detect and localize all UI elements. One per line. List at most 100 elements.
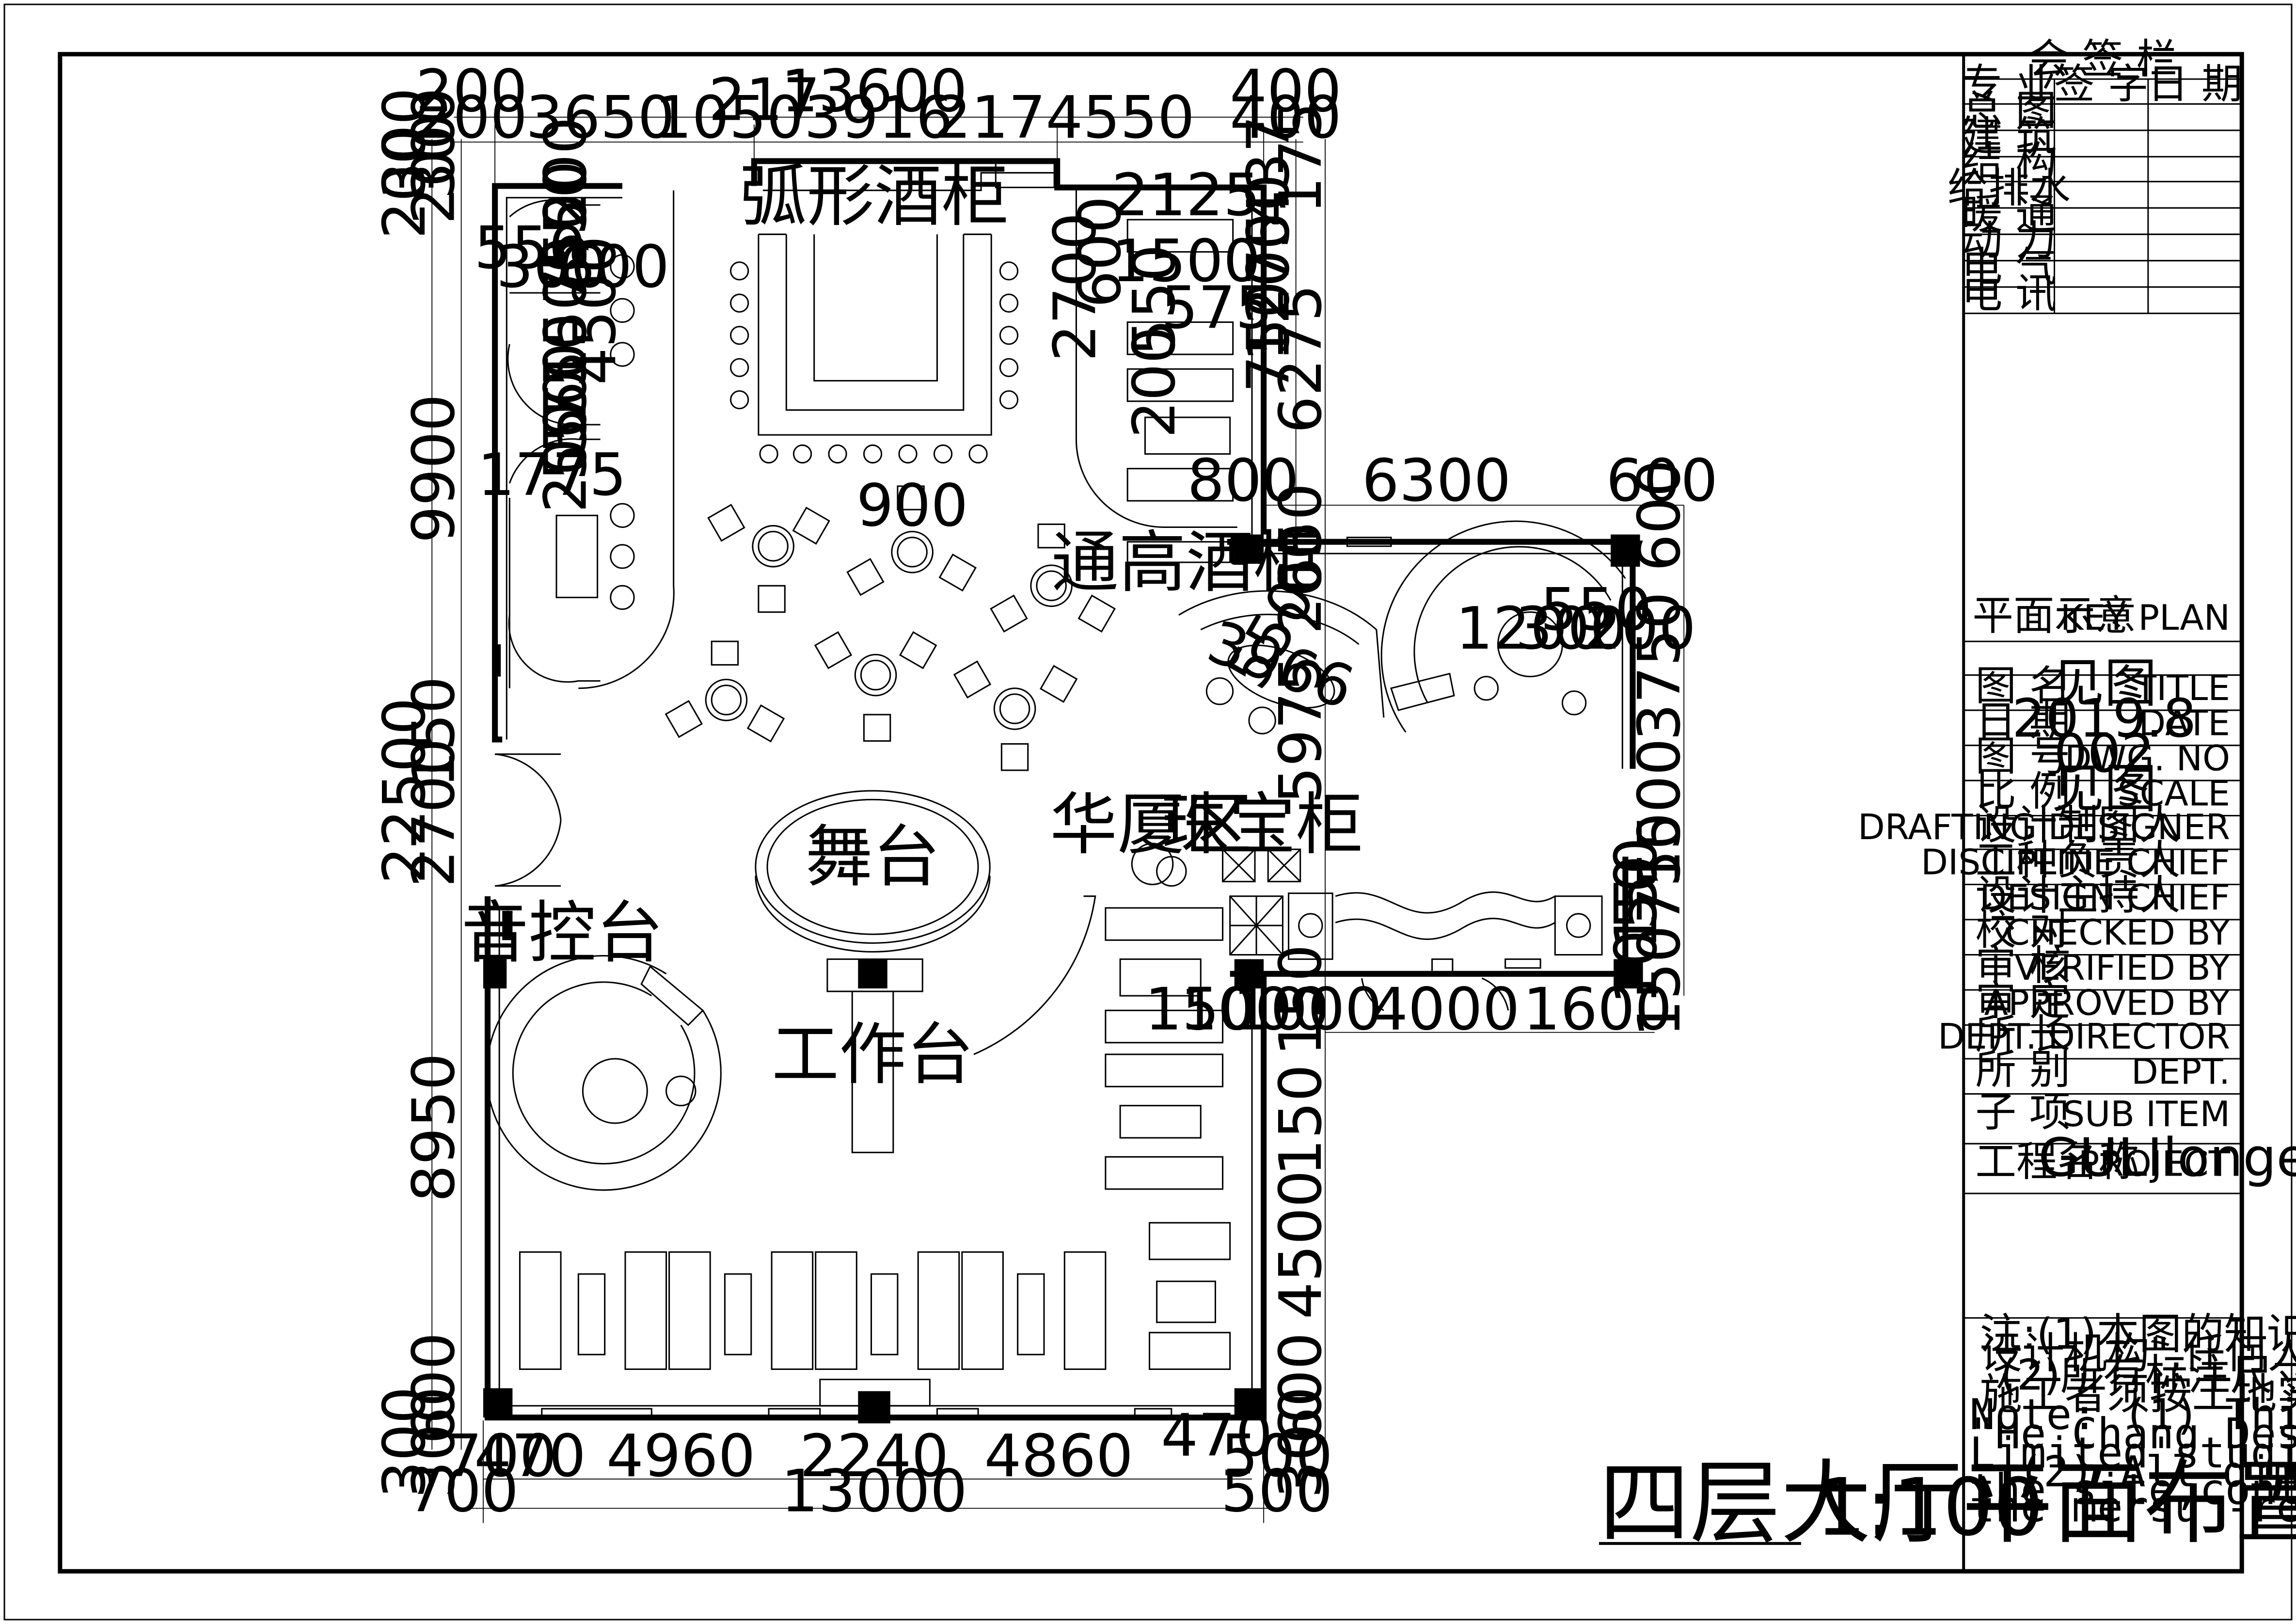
dim-inner-38: 1000 (1233, 976, 1382, 1044)
dim-left-6: 22500 (371, 698, 439, 884)
dim-inner-24: 800 (1188, 447, 1299, 515)
dim-right-7: 150 (1602, 837, 1670, 949)
dim-left-0: 300 (371, 88, 439, 200)
key-plan-en: KEY PLAN (2060, 598, 2230, 638)
dim-inner-37: 1000 (1180, 976, 1330, 1044)
dim-inner-3: 550 (532, 369, 600, 481)
discipline-6: 电 气 (1962, 243, 2057, 291)
outer-border (3, 3, 2293, 1621)
dim-top-r2-6: 400 (1230, 84, 1342, 152)
left-dimension-chain: 300 200 300 200 9900 150 22500 2700 8950… (371, 88, 468, 1498)
project-value: GULIlongebar (2038, 1127, 2296, 1189)
dimension-lines (431, 116, 1685, 1523)
row-12-cn: 子 项 (1975, 1088, 2070, 1136)
dim-bottom-r1-4: 4860 (984, 1422, 1133, 1490)
col-signature: 签 字 (2054, 60, 2149, 108)
dim-right-4: 3750 (1626, 592, 1694, 741)
row-date-en: DATE (2138, 703, 2230, 744)
inner-dimensions: 200 550 750 550 1500 4500 750 550 200 17… (474, 117, 1718, 1056)
windows (541, 537, 1392, 1418)
label-jewelry-cabinet: 珠宝柜 (1161, 785, 1363, 864)
dim-bottom-r1-0: 700 (445, 1422, 557, 1490)
right-top-booths (1075, 190, 1237, 563)
row-10-cn: 所 长 (1975, 1010, 2070, 1058)
row-scale-cn: 比 例 (1975, 767, 2070, 815)
dim-inner-4: 1500 (532, 236, 600, 385)
row-4-en: DRAFTING DESIGNER (1858, 807, 2230, 848)
dim-top-r2-2: 1050 (655, 84, 804, 152)
dim-inner-20: 550 (1121, 244, 1188, 356)
dim-bottom-overall: 13000 (781, 1457, 967, 1525)
room-labels: 弧形酒柜 通高酒柜 舞台 华厦区 珠宝柜 音控台 工作台 (461, 157, 1363, 1094)
dim-inner-25: 6300 (1362, 447, 1511, 515)
discipline-1: 建 筑 (1962, 112, 2057, 160)
entrance-doors (494, 753, 562, 887)
row-date-value: 2019.8 (2012, 687, 2197, 749)
dim-inner-22: 200 (1121, 326, 1188, 438)
stage (755, 790, 991, 953)
drawing-title: 四层大厅平面布置图 1:100 (1599, 1451, 2296, 1557)
dim-right-1: 437 (1235, 115, 1303, 227)
dim-inner-17: 2700 (1042, 212, 1109, 361)
row-scale-en: SCALE (2118, 773, 2230, 814)
dim-inner-27: 650 (1267, 483, 1335, 595)
key-plan-cn: 平面示意 (1972, 591, 2136, 639)
dim-left-3: 200 (371, 127, 439, 239)
dim-left-11: 300 (371, 1386, 439, 1498)
discipline-0: 总 图 (1962, 86, 2057, 134)
row-6-cn: 设计主持人 (1975, 871, 2180, 919)
dim-top-r2-0: 200 (415, 84, 527, 152)
row-11-en: DEPT. (2131, 1051, 2230, 1092)
row-date-cn: 日 期 (1975, 697, 2070, 745)
dim-top-r2-1: 3650 (526, 84, 675, 152)
discipline-7: 电 讯 (1962, 269, 2057, 317)
dim-inner-7: 550 (532, 342, 600, 454)
dim-left-2: 300 (400, 88, 468, 200)
row-dwgno-cn: 图 号 (1975, 732, 2070, 780)
row-10-en: DEPT. DIRECTOR (1938, 1017, 2230, 1057)
dim-inner-19: 1500 (1111, 227, 1261, 295)
row-12-en: SUB ITEM (2062, 1094, 2230, 1135)
dim-bottom-r2-1: 500 (1221, 1457, 1333, 1525)
dim-inner-36: 150 (1145, 976, 1257, 1044)
dim-inner-2: 750 (532, 193, 600, 305)
dim-inner-21: 575 (1161, 274, 1273, 342)
inner-border (58, 52, 2244, 1574)
columns (483, 534, 1643, 1424)
lounge-tables (665, 485, 1116, 771)
note-line-4: Note: (1) This drawing is Co., Ltd (1969, 1390, 2296, 1439)
bar-counter (729, 233, 1019, 464)
dim-inner-18: 600 (1066, 196, 1134, 308)
row-4-cn: 设计制图人 (1975, 801, 2180, 849)
dim-inner-35: 200 (1584, 595, 1696, 663)
dim-inner-33: 300 (1515, 595, 1627, 663)
label-arc-cabinet: 弧形酒柜 (740, 157, 1009, 236)
dim-left-1: 200 (400, 112, 468, 224)
drawing-scale: 1:100 (1816, 1462, 2043, 1554)
dim-left-10: 300 (400, 1386, 468, 1498)
dim-inner-14: 750 (1235, 174, 1303, 286)
jewelry-area (1131, 843, 1603, 960)
label-work-table: 工作台 (772, 1015, 974, 1094)
dim-inner-15: 1200 (1235, 212, 1303, 361)
dim-inner-12: 600 (557, 233, 669, 301)
dim-bottom-r2-0: 700 (407, 1457, 519, 1525)
dim-top-r2-5: 4550 (1045, 84, 1195, 152)
dim-left-9: 600 (400, 1332, 468, 1444)
row-9-cn: 审 定 (1975, 976, 2070, 1024)
dim-bottom-r1-1: 470 (474, 1422, 586, 1490)
dim-top-r1-1: 217 (709, 66, 821, 134)
dim-right-6: 750 (1626, 812, 1694, 924)
dim-right-2: 6275 (1267, 284, 1335, 433)
row-title-en: TITLE (2135, 668, 2230, 709)
discipline-5: 动 力 (1962, 217, 2057, 265)
row-5-cn: 工种负责人 (1975, 836, 2180, 884)
project-en: PROJECT (2078, 1144, 2231, 1185)
row-8-en: VERIFIED BY (2014, 948, 2231, 988)
dim-top-overall: 13600 (781, 58, 967, 126)
discipline-4: 暖 通 (1962, 190, 2057, 238)
col-discipline: 专 业 (1962, 60, 2057, 108)
dim-left-7: 2700 (400, 738, 468, 887)
row-11-cn: 所 别 (1975, 1045, 2070, 1093)
